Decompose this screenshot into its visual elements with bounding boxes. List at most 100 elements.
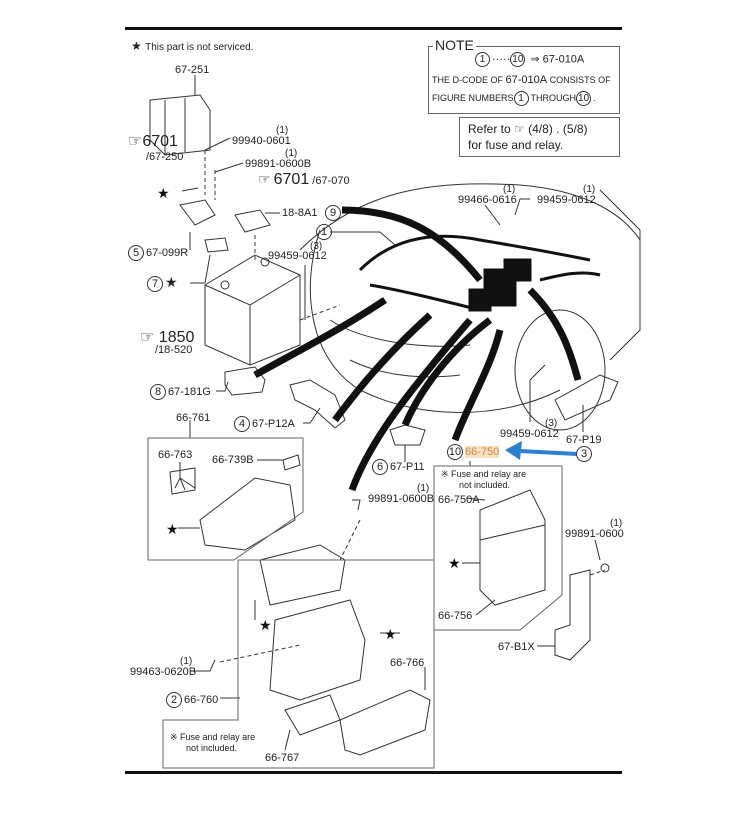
ref-1850[interactable]: ☞ 1850 (140, 329, 194, 346)
ref-1850-sub: /18-520 (155, 344, 193, 356)
qty-99463: (1) (180, 656, 193, 667)
relay-67-251 (149, 94, 211, 156)
ref-6701-a[interactable]: ☞6701 (128, 133, 178, 150)
label-99466-0616[interactable]: 99466-0616 (458, 194, 517, 206)
figure-1: 1 (316, 224, 334, 240)
label-67-P19[interactable]: 67-P19 (566, 434, 602, 446)
label-66-756[interactable]: 66-756 (438, 610, 473, 622)
qty-99459-c: (3) (545, 418, 558, 429)
label-66-761[interactable]: 66-761 (176, 412, 211, 424)
figure-9: 9 (325, 205, 343, 221)
bottom-rule (125, 771, 622, 774)
figure-number-badge: 5 (128, 245, 144, 261)
arrow-icon: ⇒ (530, 53, 540, 66)
group-box-66-761 (147, 437, 304, 561)
figure-number-badge: 3 (576, 446, 592, 462)
label-99459-0612-b[interactable]: 99459-0612 (537, 194, 596, 206)
note-box (428, 46, 620, 114)
label-66-767[interactable]: 66-767 (265, 752, 300, 764)
note-text: CONSISTS OF (549, 75, 611, 85)
leader-8 (253, 297, 387, 379)
callout-arrow (505, 441, 578, 460)
wheel-arch (514, 309, 606, 431)
refer-pages-link[interactable]: (4/8) . (5/8) (528, 122, 588, 136)
note-code: 67-010A (542, 53, 585, 66)
note-text: . (593, 92, 596, 103)
part-67-P12A (289, 379, 346, 429)
figure-number-badge: 6 (372, 459, 388, 475)
figure-number-badge: 8 (150, 384, 166, 400)
fuse-note-a-line-2: not included. (459, 480, 511, 490)
part-number: 66-760 (184, 693, 219, 706)
qty-99891-a: (1) (285, 148, 298, 159)
figure-number-badge: 1 (513, 91, 529, 106)
leader-3 (527, 287, 582, 381)
top-rule (125, 27, 622, 30)
leader-2 (348, 317, 473, 492)
label-99459-0612-c[interactable]: 99459-0612 (500, 428, 559, 440)
part-67-181G (224, 366, 266, 396)
ref-number: 6701 (273, 171, 310, 188)
label-66-739B[interactable]: 66-739B (212, 454, 254, 466)
part-67-P19 (554, 374, 619, 421)
refer-box (459, 117, 620, 157)
ref-6701-a-sub: /67-250 (146, 151, 184, 163)
label-18-8A1[interactable]: 18-8A1 (282, 207, 318, 219)
label-66-766[interactable]: 66-766 (390, 657, 425, 669)
figure-7-row: 7★ (147, 274, 178, 293)
leader-4 (332, 312, 433, 423)
figure-3: 3 (576, 446, 594, 462)
note-line-1: THE D-CODE OF 67-010A CONSISTS OF (432, 75, 611, 86)
group-box-66-750 (433, 465, 563, 631)
ref-number: 1850 (158, 329, 195, 346)
fuse-box-upper-tray (259, 544, 346, 606)
figure-number-badge: 10 (510, 52, 526, 67)
label-99459-0612-a[interactable]: 99459-0612 (268, 250, 327, 262)
label-66-750A[interactable]: 66-750A (438, 494, 480, 506)
star-icon: ★ (384, 626, 397, 642)
fuse-note-a-line-1: ※ Fuse and relay are (441, 469, 527, 479)
label-99891-0600B-b[interactable]: 99891-0600B (368, 493, 435, 505)
part-number: 67-P11 (390, 460, 425, 473)
figure-number-badge: 4 (234, 416, 250, 432)
qty-99891-b: (1) (417, 483, 430, 494)
terminal-18-8A1 (234, 209, 271, 233)
star-icon: ★ (166, 521, 179, 537)
figure-number-badge: 9 (325, 205, 341, 221)
terminal-67-099R (179, 199, 216, 226)
pointing-hand-icon: ☞ (514, 122, 525, 136)
label-66-763[interactable]: 66-763 (158, 449, 193, 461)
label-99463-0620B[interactable]: 99463-0620B (130, 666, 197, 678)
ref-6701-b[interactable]: ☞ 6701 /67-070 (258, 171, 350, 188)
part-number: 67-099R (146, 246, 189, 259)
legend-text: This part is not serviced. (145, 42, 254, 53)
star-icon: ★ (165, 274, 178, 290)
label-99940-0601[interactable]: 99940-0601 (232, 135, 291, 147)
refer-line-1[interactable]: Refer to ☞ (4/8) . (5/8) (468, 123, 588, 135)
relay-box-66-750A (479, 489, 546, 606)
figure-number-badge: 10 (576, 91, 592, 106)
figure-number-badge: 2 (166, 692, 182, 708)
leader-9 (341, 206, 483, 283)
label-67-251[interactable]: 67-251 (175, 64, 210, 76)
part-number: 67-181G (168, 385, 211, 398)
figure-number-badge: 10 (447, 444, 463, 460)
label-67-B1X[interactable]: 67-B1X (498, 641, 535, 653)
label-99891-0600[interactable]: 99891-0600 (565, 528, 624, 540)
ref-number: 6701 (142, 133, 178, 150)
fuse-box-66-760 (269, 599, 366, 701)
label-99891-0600B-a[interactable]: 99891-0600B (245, 158, 312, 170)
note-text: THE D-CODE OF (432, 75, 503, 85)
bracket-67-B1X (554, 569, 591, 661)
battery (204, 254, 301, 366)
part-67-P11 (389, 424, 426, 446)
star-icon: ★ (131, 39, 142, 53)
pointing-hand-icon: ☞ (258, 171, 271, 187)
